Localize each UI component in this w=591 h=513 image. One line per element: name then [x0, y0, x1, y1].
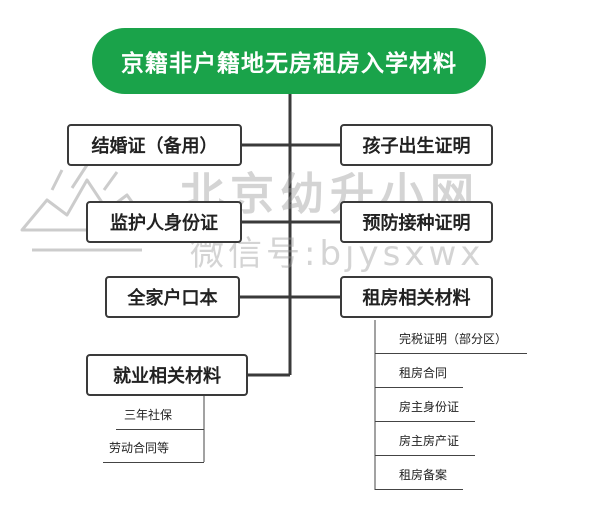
node-rental-materials: 租房相关材料 [340, 276, 493, 318]
node-vaccination-certificate: 预防接种证明 [340, 201, 493, 243]
sub-item-landlord-id: 房主身份证 [375, 396, 475, 422]
sub-item-tax-certificate: 完税证明（部分区） [375, 328, 527, 354]
node-birth-certificate: 孩子出生证明 [340, 124, 493, 166]
diagram-title: 京籍非户籍地无房租房入学材料 [92, 28, 486, 94]
sub-item-social-security: 三年社保 [116, 404, 204, 430]
node-marriage-certificate: 结婚证（备用） [67, 124, 242, 166]
sub-item-landlord-property-cert: 房主房产证 [375, 430, 475, 456]
node-employment-materials: 就业相关材料 [86, 354, 248, 396]
node-guardian-id: 监护人身份证 [86, 201, 242, 243]
sub-item-labor-contract: 劳动合同等 [103, 437, 204, 463]
sub-item-rental-contract: 租房合同 [375, 362, 463, 388]
sub-item-rental-registration: 租房备案 [375, 464, 463, 490]
node-household-register: 全家户口本 [105, 276, 240, 318]
